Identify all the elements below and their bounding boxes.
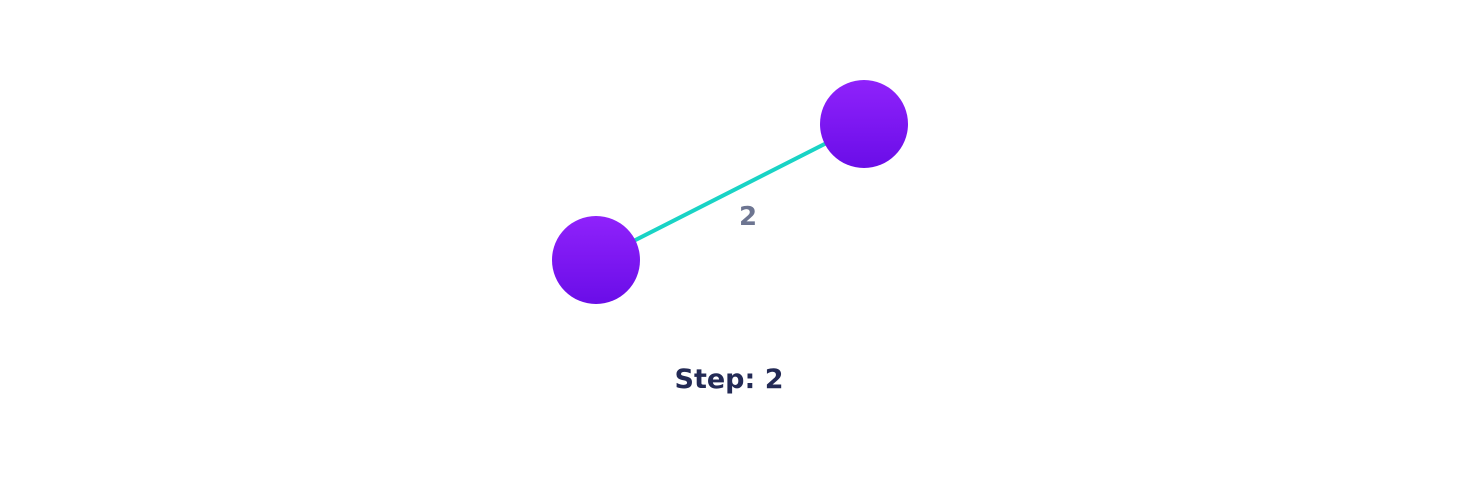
graph-edge-a-b [594, 122, 866, 262]
graph-node-b [820, 80, 908, 168]
graph-node-a [552, 216, 640, 304]
edge-weight-label: 2 [739, 202, 757, 232]
step-value: 2 [765, 364, 784, 395]
step-label: Step: [675, 364, 756, 395]
step-caption: Step: 2 [675, 364, 784, 395]
